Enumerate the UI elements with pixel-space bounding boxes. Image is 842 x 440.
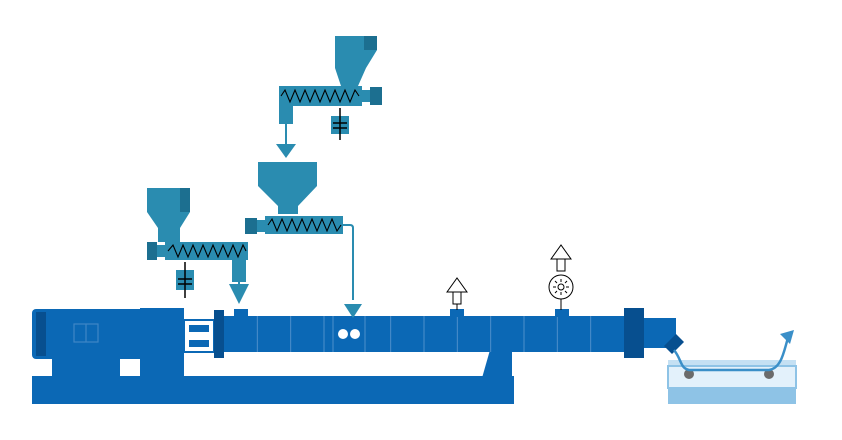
scale-symbol-icon: [331, 108, 349, 140]
scale-symbol-icon: [176, 262, 194, 298]
vent-arrow-icon: [550, 244, 572, 272]
hopper: [258, 162, 317, 206]
cooling-strand: [673, 337, 790, 372]
drive-motor: [32, 309, 144, 377]
vent-arrow-icon: [446, 277, 468, 305]
strand-exit-arrow-icon: [780, 330, 794, 344]
screw-icon: [167, 243, 247, 259]
atmospheric-vent: [446, 277, 468, 310]
port-atmospheric-vent: [450, 309, 464, 317]
feed-screw-housing: [279, 86, 362, 106]
hopper: [147, 188, 190, 228]
extruder-barrel: [224, 308, 676, 358]
port-vacuum-vent: [555, 309, 569, 317]
vacuum-vent: [548, 244, 574, 310]
die-head: [664, 334, 684, 354]
bath-roller-left: [684, 369, 694, 379]
gearbox: [140, 308, 184, 378]
screw-icon: [267, 217, 342, 233]
feed-arrow-icon: [344, 304, 362, 318]
port-side-feeder: [234, 309, 248, 317]
base-frame: [32, 350, 514, 404]
bath-roller-right: [764, 369, 774, 379]
top-feeder: [276, 36, 382, 158]
vacuum-pump-icon: [548, 274, 574, 300]
cooling-bath: [667, 330, 797, 404]
coupling: [183, 310, 224, 358]
screw-icon: [280, 88, 360, 104]
side-feeder-1: [147, 188, 249, 304]
twin-screw-inlet: [332, 316, 366, 352]
main-feeder: [245, 162, 362, 318]
feed-arrow-icon: [276, 144, 296, 158]
